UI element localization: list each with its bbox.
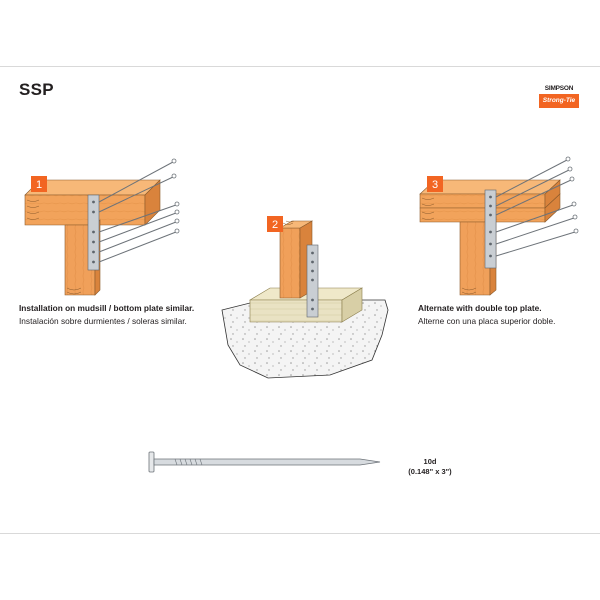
post-top-face: [278, 220, 314, 229]
logo-line-2: Strong-Tie: [539, 94, 579, 108]
figure-3-badge: [427, 176, 443, 192]
figure-3-caption: Alternate with double top plate. Alterne…: [418, 302, 555, 328]
nail-dimensions: (0.148" x 3"): [408, 467, 452, 476]
lower-plate-front-face: [419, 207, 546, 223]
brand-logo: SIMPSON Strong-Tie: [539, 84, 579, 110]
nail-label: 10d (0.148" x 3"): [398, 457, 462, 477]
figure-1-caption: Installation on mudsill / bottom plate s…: [19, 302, 194, 328]
nail-head: [148, 451, 155, 473]
figure-1-caption-english: Installation on mudsill / bottom plate s…: [19, 303, 195, 313]
nail-size: 10d: [423, 457, 437, 466]
sill-front-face: [249, 299, 343, 323]
plate-front-face: [24, 194, 146, 226]
sill-end-face: [341, 287, 363, 323]
page-title: SSP: [19, 80, 54, 99]
figure-1-number: 1: [36, 179, 42, 191]
nail-drawing: [148, 451, 381, 473]
figure-2-badge: [267, 216, 283, 232]
post-front-face: [279, 227, 301, 299]
figure-1-caption-spanish: Instalación sobre durmientes / soleras s…: [19, 316, 187, 326]
logo-line-1: SIMPSON: [539, 84, 579, 94]
nail-shank: [153, 458, 381, 466]
ssp-strap: [484, 189, 497, 269]
figure-3-nails: [495, 159, 576, 257]
figure-3-illustration: 3: [419, 156, 579, 296]
drawing-sheet: [0, 66, 600, 534]
figure-3-caption-english: Alternate with double top plate.: [418, 303, 542, 313]
figure-1-badge: [31, 176, 47, 192]
figure-2-number: 2: [272, 219, 278, 231]
figure-1-nails: [98, 161, 177, 263]
figure-3-caption-spanish: Alterne con una placa superior doble.: [418, 316, 556, 326]
figure-3-number: 3: [432, 179, 438, 191]
figure-1-illustration: 1: [24, 158, 180, 296]
figure-2-illustration: 2: [221, 216, 389, 379]
